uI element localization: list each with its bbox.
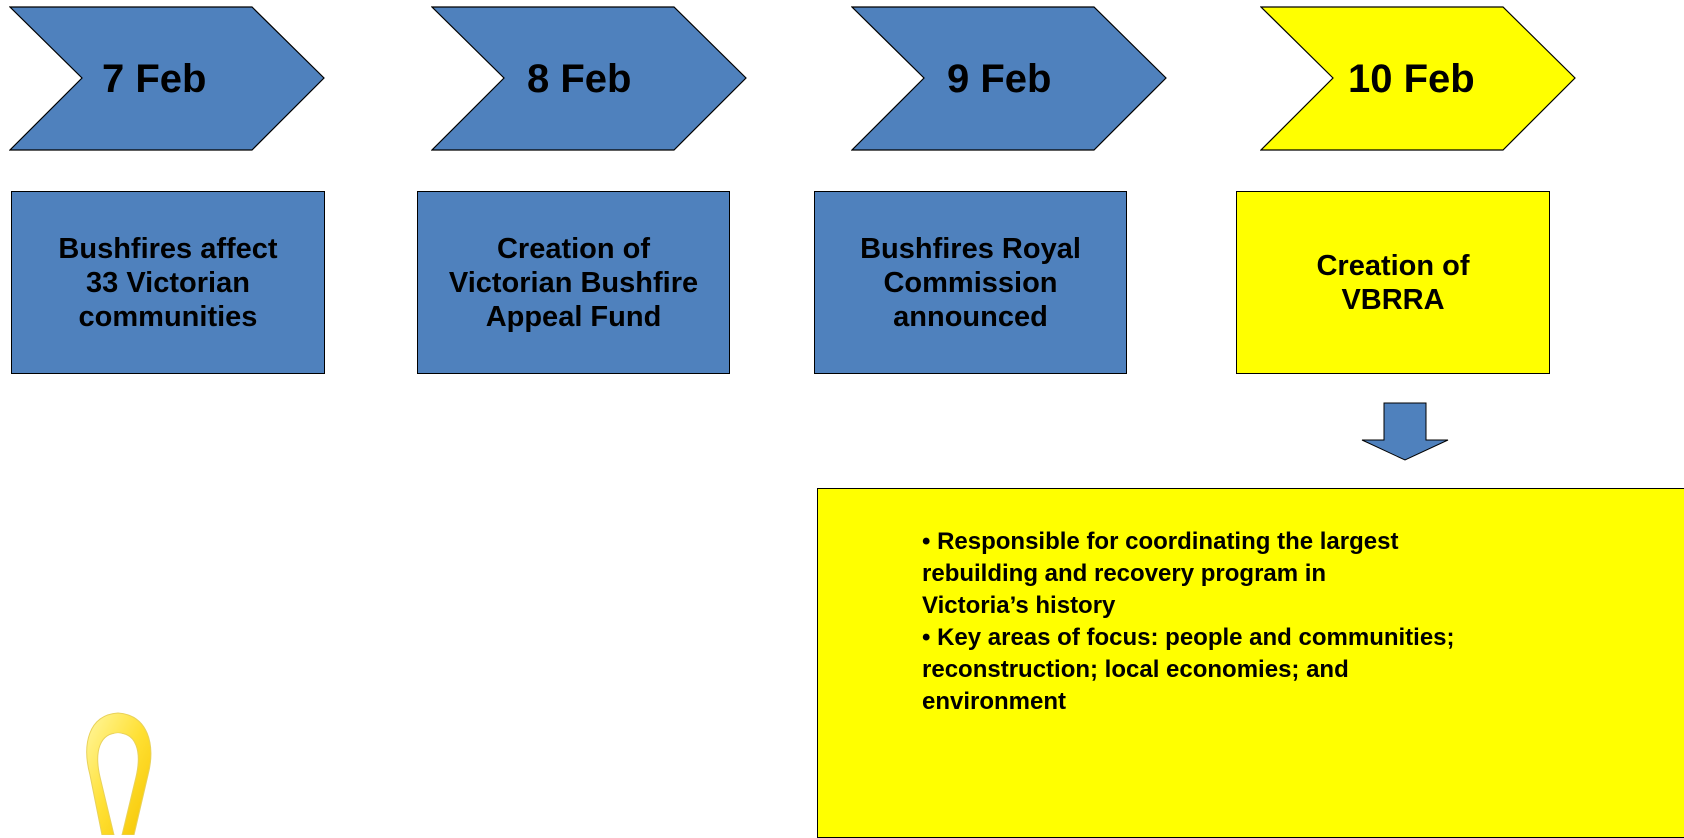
event-line: Victorian Bushfire [448, 266, 699, 299]
event-line: Appeal Fund [485, 300, 662, 333]
event-box-7-feb: Bushfires affect 33 Victorian communitie… [11, 191, 325, 374]
event-line: announced [893, 300, 1048, 333]
event-line: VBRRA [1341, 283, 1445, 316]
down-arrow-icon [1361, 402, 1449, 461]
event-line: Bushfires affect [58, 232, 278, 265]
event-text-9-feb: Bushfires Royal Commission announced [860, 232, 1081, 334]
chevron-shape-8-feb [431, 6, 747, 151]
event-text-8-feb: Creation of Victorian Bushfire Appeal Fu… [449, 232, 698, 334]
date-label-7-feb: 7 Feb [102, 57, 207, 101]
chevron-7-feb: 7 Feb [9, 6, 325, 151]
event-text-7-feb: Bushfires affect 33 Victorian communitie… [58, 232, 277, 334]
chevron-shape-9-feb [851, 6, 1167, 151]
date-label-10-feb: 10 Feb [1348, 57, 1475, 101]
event-box-10-feb: Creation of VBRRA [1236, 191, 1550, 374]
bullet-item: • Key areas of focus: people and communi… [922, 624, 1455, 715]
event-line: Creation of [1316, 249, 1470, 282]
event-line: communities [78, 300, 258, 333]
bullet-item: • Responsible for coordinating the large… [922, 528, 1399, 619]
vbrra-bullet-list: • Responsible for coordinating the large… [922, 526, 1684, 718]
vbrra-detail-box: • Responsible for coordinating the large… [817, 488, 1684, 838]
yellow-ribbon-icon [86, 712, 152, 835]
chevron-shape-10-feb [1260, 6, 1576, 151]
date-label-9-feb: 9 Feb [947, 57, 1052, 101]
event-line: 33 Victorian [86, 266, 250, 299]
event-line: Bushfires Royal [860, 232, 1081, 265]
event-line: Creation of [496, 232, 651, 265]
event-text-10-feb: Creation of VBRRA [1316, 249, 1469, 317]
chevron-shape-7-feb [9, 6, 325, 151]
event-box-8-feb: Creation of Victorian Bushfire Appeal Fu… [417, 191, 730, 374]
event-box-9-feb: Bushfires Royal Commission announced [814, 191, 1127, 374]
date-label-8-feb: 8 Feb [527, 57, 632, 101]
chevron-9-feb: 9 Feb [851, 6, 1167, 151]
chevron-10-feb: 10 Feb [1260, 6, 1684, 151]
chevron-8-feb: 8 Feb [431, 6, 747, 151]
event-line: Commission [883, 266, 1058, 299]
